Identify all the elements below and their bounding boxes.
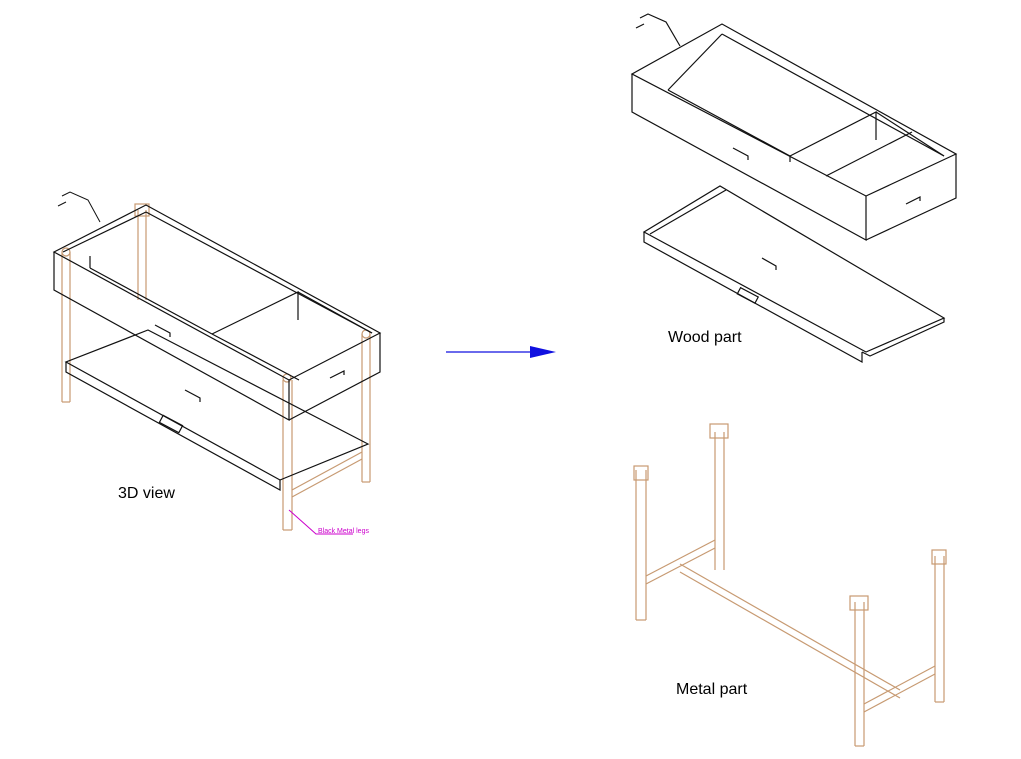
- label-metal-part: Metal part: [676, 681, 748, 698]
- arrow-icon: [446, 346, 556, 358]
- assembled-drawer-box: [52, 204, 382, 422]
- legs-note-text: Black Metal legs: [318, 528, 369, 535]
- wood-part: [630, 13, 958, 364]
- assembled-tag-leader: [57, 191, 101, 223]
- assembled-metal-legs: [61, 203, 371, 531]
- metal-part: [633, 423, 947, 747]
- label-wood-part: Wood part: [668, 329, 742, 346]
- legs-annotation: Black Metal legs: [288, 509, 369, 535]
- assembled-lower-shelf: [64, 329, 370, 492]
- assembled-view: [52, 191, 382, 531]
- label-3d-view: 3D view: [118, 485, 175, 502]
